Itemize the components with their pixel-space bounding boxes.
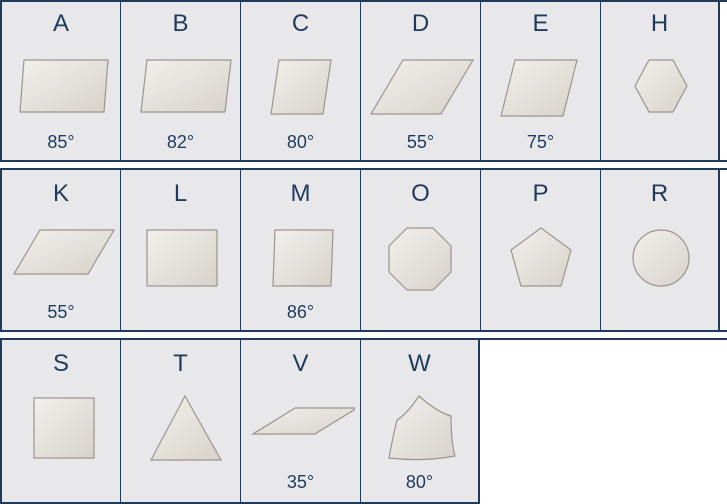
shape-cell-s[interactable]: S [0, 340, 120, 504]
round-shape-icon [607, 218, 715, 294]
parallelogram-35-shape-icon [247, 388, 355, 464]
parallelogram-82-shape-icon [127, 48, 235, 124]
shape-cell-w[interactable]: W 80° [360, 340, 480, 504]
trigon-80-shape-icon [367, 388, 475, 464]
shape-letter: K [2, 180, 120, 208]
shape-cell-a[interactable]: A 85° [0, 0, 120, 160]
rhombus-75-shape-icon [487, 48, 595, 124]
shape-letter: W [361, 350, 478, 378]
shape-cell-m[interactable]: M 86° [240, 170, 360, 330]
pentagon-shape-icon [487, 218, 595, 294]
shape-cell-c[interactable]: C 80° [240, 0, 360, 160]
angle-label: 55° [361, 132, 480, 153]
insert-shape-row-3: S T V 35° W 80° [0, 340, 480, 504]
shape-letter: D [361, 10, 480, 38]
angle-label: 55° [2, 302, 120, 323]
shape-letter: O [361, 180, 480, 208]
shape-letter: B [121, 10, 240, 38]
shape-cell-e[interactable]: E 75° [480, 0, 600, 160]
shape-cell-l[interactable]: L [120, 170, 240, 330]
shape-cell-k[interactable]: K 55° [0, 170, 120, 330]
shape-letter: E [481, 10, 600, 38]
square-shape-icon [8, 388, 116, 464]
shape-letter: V [241, 350, 360, 378]
shape-letter: R [601, 180, 718, 208]
parallelogram-85-shape-icon [8, 48, 116, 124]
insert-shape-row-2: K 55° L M 86° O P R [0, 170, 720, 330]
angle-label: 80° [361, 472, 478, 493]
shape-cell-o[interactable]: O [360, 170, 480, 330]
row-separator [0, 160, 727, 170]
shape-cell-r[interactable]: R [600, 170, 720, 330]
angle-label: 35° [241, 472, 360, 493]
shape-letter: P [481, 180, 600, 208]
shape-letter: H [601, 10, 718, 38]
angle-label: 80° [241, 132, 360, 153]
shape-letter: M [241, 180, 360, 208]
shape-letter: L [121, 180, 240, 208]
shape-letter: A [2, 10, 120, 38]
shape-letter: C [241, 10, 360, 38]
octagon-shape-icon [367, 218, 475, 294]
shape-cell-t[interactable]: T [120, 340, 240, 504]
row-separator [0, 330, 727, 340]
shape-cell-h[interactable]: H [600, 0, 720, 160]
triangle-shape-icon [127, 388, 235, 464]
insert-shape-row-1: A 85° B 82° C 80° D 55° E 75° H [0, 0, 720, 160]
angle-label: 86° [241, 302, 360, 323]
angle-label: 82° [121, 132, 240, 153]
angle-label: 85° [2, 132, 120, 153]
shape-cell-b[interactable]: B 82° [120, 0, 240, 160]
shape-cell-v[interactable]: V 35° [240, 340, 360, 504]
shape-letter: T [121, 350, 240, 378]
square-86-shape-icon [247, 218, 355, 294]
parallelogram-55-thin-shape-icon [8, 218, 116, 294]
parallelogram-55-shape-icon [367, 48, 475, 124]
table-top-border [0, 0, 727, 2]
shape-cell-d[interactable]: D 55° [360, 0, 480, 160]
angle-label: 75° [481, 132, 600, 153]
shape-letter: S [2, 350, 120, 378]
shape-cell-p[interactable]: P [480, 170, 600, 330]
rectangle-shape-icon [127, 218, 235, 294]
hexagon-shape-icon [607, 48, 715, 124]
rhombus-80-shape-icon [247, 48, 355, 124]
